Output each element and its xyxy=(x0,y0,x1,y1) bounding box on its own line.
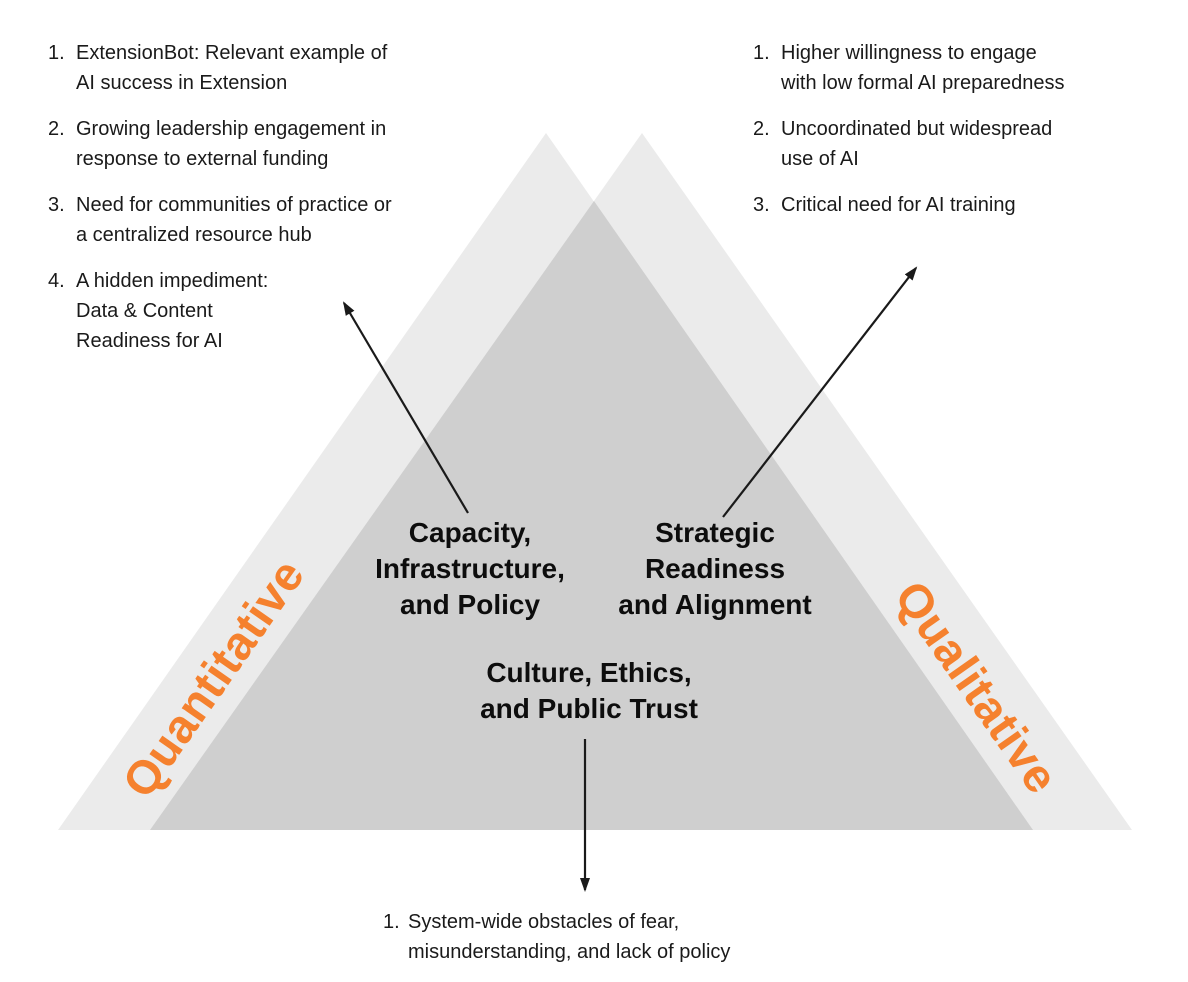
arrow-strategic-to-right-list xyxy=(722,266,918,518)
list-item: 4. A hidden impediment: Data & Content R… xyxy=(48,266,428,356)
qualitative-findings-list: 1. Higher willingness to engage with low… xyxy=(753,38,1123,220)
list-item-text: Higher willingness to engage with low fo… xyxy=(781,42,1065,94)
list-item-text: Growing leadership engagement in respons… xyxy=(76,118,387,170)
theme-strategic-readiness-alignment: Strategic Readiness and Alignment xyxy=(618,517,812,620)
list-item-number: 3. xyxy=(48,194,65,216)
list-item-number: 2. xyxy=(753,118,770,140)
list-item: 3. Need for communities of practice or a… xyxy=(48,190,428,250)
list-item: 2. Uncoordinated but widespread use of A… xyxy=(753,114,1123,174)
quantitative-findings-list: 1. ExtensionBot: Relevant example of AI … xyxy=(48,38,428,356)
list-item: 3. Critical need for AI training xyxy=(753,190,1123,220)
list-item-text: Uncoordinated but widespread use of AI xyxy=(781,118,1053,170)
list-item-number: 2. xyxy=(48,118,65,140)
list-item-number: 1. xyxy=(383,911,400,933)
list-item-text: ExtensionBot: Relevant example of AI suc… xyxy=(76,42,388,94)
bottom-findings-list: 1. System-wide obstacles of fear, misund… xyxy=(383,907,803,967)
list-item-number: 4. xyxy=(48,270,65,292)
list-item-number: 1. xyxy=(48,42,65,64)
list-item-text: Need for communities of practice or a ce… xyxy=(76,194,392,246)
list-item-number: 1. xyxy=(753,42,770,64)
list-item-text: Critical need for AI training xyxy=(781,194,1016,216)
theme-culture-ethics-trust: Culture, Ethics, and Public Trust xyxy=(480,657,698,724)
list-item: 1. ExtensionBot: Relevant example of AI … xyxy=(48,38,428,98)
list-item: 1. Higher willingness to engage with low… xyxy=(753,38,1123,98)
list-item: 2. Growing leadership engagement in resp… xyxy=(48,114,428,174)
list-item-text: System-wide obstacles of fear, misunders… xyxy=(408,911,731,963)
arrow-capacity-to-left-list xyxy=(342,301,469,514)
overlap-region xyxy=(150,201,1033,830)
list-item-number: 3. xyxy=(753,194,770,216)
theme-capacity-infrastructure-policy: Capacity, Infrastructure, and Policy xyxy=(375,517,565,620)
list-item: 1. System-wide obstacles of fear, misund… xyxy=(383,907,803,967)
list-item-text: A hidden impediment: Data & Content Read… xyxy=(76,270,269,352)
